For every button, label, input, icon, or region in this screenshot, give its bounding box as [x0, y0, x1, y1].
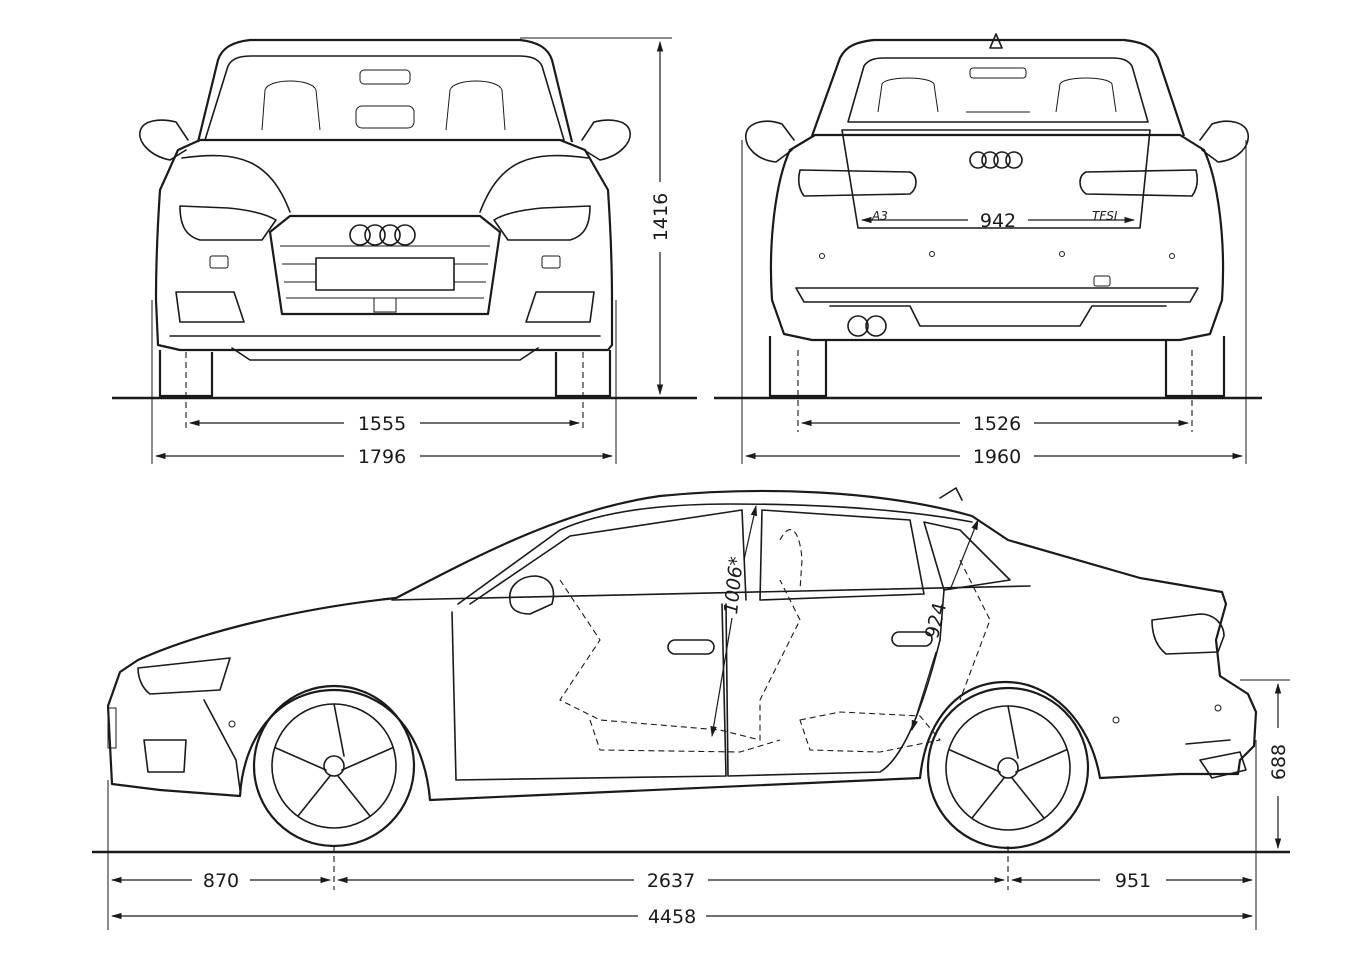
side-body-outline: [106, 489, 1258, 802]
front-seat-right: [445, 80, 506, 131]
exhaust-left: [847, 315, 869, 337]
front-door: [451, 603, 727, 781]
front-grille: [268, 214, 502, 316]
rear-track-label: 1526: [973, 413, 1021, 435]
headrest-ghost: [779, 529, 803, 591]
exhaust-right: [865, 315, 887, 337]
front-windshield: [204, 55, 565, 141]
front-body-outline: [154, 138, 614, 352]
fog-light-left: [175, 291, 245, 323]
tail-light-right: [1079, 169, 1198, 197]
front-sensor: [373, 297, 397, 313]
rear-view: A3 TFSI 942 1526 1960: [714, 33, 1262, 468]
front-seat-ghost: [559, 579, 801, 741]
rear-overhang-label: 951: [1115, 870, 1151, 892]
front-door-handle: [667, 639, 715, 655]
rear-seat-right: [1055, 77, 1117, 113]
headlight-left: [179, 205, 277, 241]
rear-seat-ghost: [799, 711, 942, 753]
front-seat-left: [261, 80, 321, 131]
side-view: 870 2637 951 4458 688 1006* 924: [92, 487, 1290, 930]
rear-tire-right: [1164, 336, 1226, 398]
front-plate-edge: [107, 707, 117, 749]
model-badge: A3: [871, 209, 888, 223]
front-track-label: 1555: [358, 413, 406, 435]
rear-seat-left: [877, 77, 939, 113]
trunk-opening-label: 942: [980, 210, 1016, 232]
fog-light-right: [525, 291, 595, 323]
front-width-label: 1796: [358, 446, 406, 468]
length-label: 4458: [648, 906, 696, 928]
rear-headroom-label: 924: [921, 600, 951, 641]
front-height-label: 1416: [650, 193, 672, 241]
front-cabin-outline: [196, 38, 574, 143]
rear-body-outline: [769, 133, 1225, 342]
rear-brake-light: [969, 67, 1027, 79]
load-height-label: 688: [1268, 744, 1290, 780]
side-exhaust: [1199, 751, 1247, 779]
rear-diffuser: [829, 305, 1167, 327]
quarter-window: [923, 521, 1011, 591]
rear-wheel: [926, 686, 1090, 850]
rear-view-mirror: [359, 69, 411, 85]
antenna: [989, 33, 1003, 49]
side-headlight: [137, 657, 231, 695]
beltline: [391, 585, 1031, 601]
front-overhang-label: 870: [203, 870, 239, 892]
rear-mirror-left: [745, 120, 795, 163]
front-mirror-right: [581, 119, 631, 161]
side-roof-inner: [457, 503, 973, 605]
tail-light-left: [798, 169, 917, 197]
rings-logo-rear: [969, 151, 1023, 169]
front-view: 1555 1796 1416: [112, 37, 697, 468]
engine-badge: TFSI: [1092, 209, 1118, 223]
wheelbase-label: 2637: [647, 870, 695, 892]
side-tail-light: [1151, 613, 1225, 655]
rear-bumper-strip: [795, 287, 1199, 303]
headlight-right: [493, 205, 591, 241]
front-headroom-label: 1006*: [720, 555, 748, 615]
rear-mirror-right: [1199, 120, 1249, 163]
front-mirror-left: [139, 119, 189, 161]
hood-line-right: [479, 154, 589, 213]
rear-door-window: [759, 509, 925, 601]
front-wheel: [252, 684, 416, 848]
roof-antenna: [939, 487, 963, 501]
license-plate: [315, 257, 455, 291]
front-console: [355, 105, 415, 129]
rear-window: [847, 57, 1149, 123]
hood-line-left: [181, 154, 291, 213]
rear-door: [725, 589, 945, 777]
rear-door-handle: [891, 631, 933, 647]
rear-width-label: 1960: [973, 446, 1021, 468]
side-fog-light: [143, 739, 187, 773]
front-door-window: [469, 509, 747, 605]
rings-logo-front: [349, 224, 416, 246]
side-mirror: [509, 575, 555, 615]
